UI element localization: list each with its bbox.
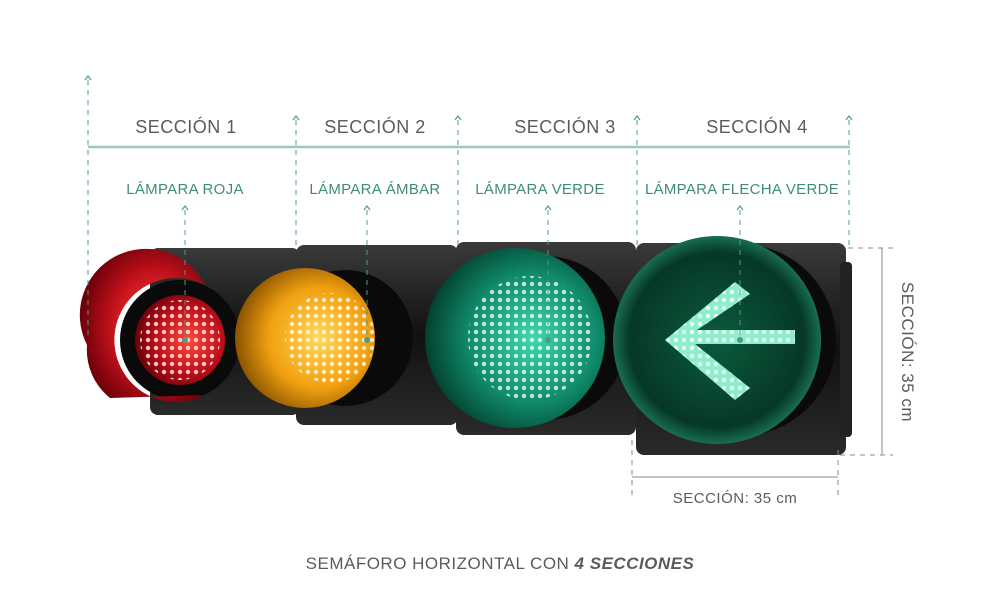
section-label-4: SECCIÓN 4 (706, 116, 808, 137)
caption: SEMÁFORO HORIZONTAL CON 4 SECCIONES (306, 554, 695, 573)
section-label-2: SECCIÓN 2 (324, 116, 426, 137)
dimension-width: SECCIÓN: 35 cm (631, 440, 839, 507)
lamp-label-green: LÁMPARA VERDE (475, 181, 605, 198)
lamp-label-amber: LÁMPARA ÁMBAR (309, 181, 440, 198)
lamp-amber (235, 268, 413, 408)
lamp-red (79, 248, 240, 402)
lamp-label-red: LÁMPARA ROJA (126, 181, 244, 198)
lamp-pointers (181, 205, 744, 340)
section-label-3: SECCIÓN 3 (514, 116, 616, 137)
section-guides (84, 75, 853, 340)
section-label-1: SECCIÓN 1 (135, 116, 237, 137)
dimension-height: SECCIÓN: 35 cm (840, 247, 917, 456)
lamp-label-green-arrow: LÁMPARA FLECHA VERDE (645, 181, 839, 198)
lamp-green-arrow (613, 236, 836, 444)
width-label: SECCIÓN: 35 cm (673, 490, 798, 507)
height-label: SECCIÓN: 35 cm (898, 282, 917, 422)
caption-emphasis: 4 SECCIONES (574, 554, 695, 573)
caption-main: SEMÁFORO HORIZONTAL CON (306, 554, 575, 573)
lamp-green (425, 248, 627, 428)
